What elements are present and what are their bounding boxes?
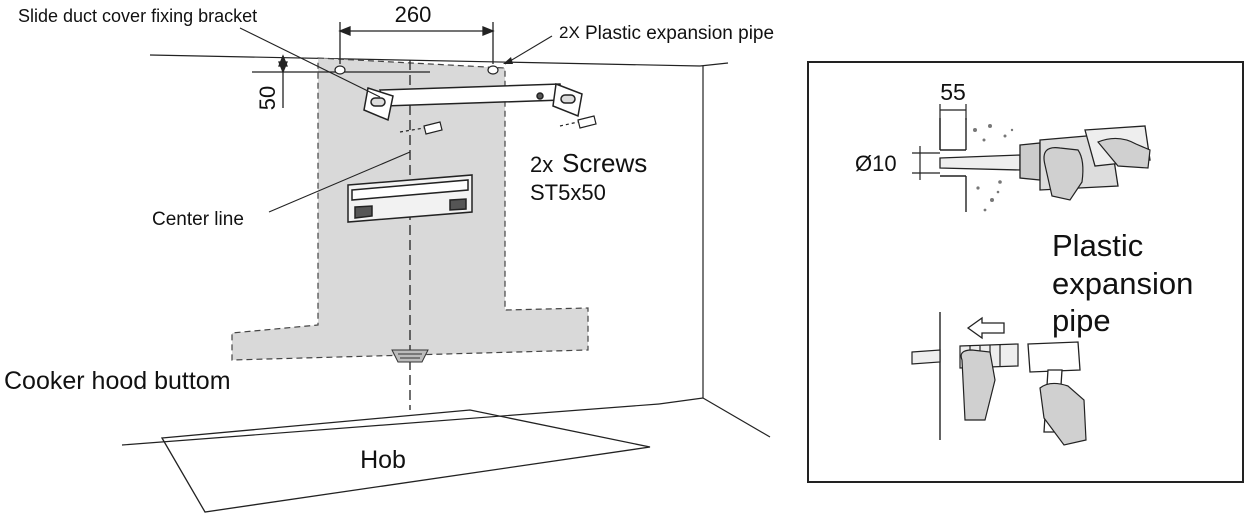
hood-fan-icon <box>391 349 429 363</box>
bracket-label: Slide duct cover fixing bracket <box>18 6 257 26</box>
dust-particles <box>973 124 1014 212</box>
dimension-50 <box>278 54 288 108</box>
leader-lines <box>239 27 553 213</box>
inset-title-line2: expansion <box>1052 266 1193 301</box>
diameter-dimension <box>912 146 940 180</box>
dimension-260 <box>338 22 495 64</box>
inset-title-line3: pipe <box>1052 303 1111 338</box>
height-dimension-label: 50 <box>255 86 280 110</box>
hob-label: Hob <box>360 446 406 474</box>
screws-count-label: 2x <box>530 152 553 177</box>
inset-panel: 55 Ø10 Plastic expa <box>807 61 1244 483</box>
insert-arrow-icon <box>966 316 1005 340</box>
screws-label: Screws <box>562 148 647 178</box>
inset-title-line1: Plastic <box>1052 228 1143 263</box>
pipe-count-label: 2X <box>559 23 580 42</box>
room-outline <box>121 54 771 446</box>
glove-hand-icon <box>1043 137 1151 201</box>
arrowhead <box>503 57 513 64</box>
hob-outline <box>160 409 651 513</box>
wall-holes <box>334 65 499 75</box>
mounting-bracket-icon <box>347 174 473 223</box>
diameter-dimension-label: Ø10 <box>855 151 897 176</box>
screw-icon <box>399 115 597 135</box>
screw-spec-label: ST5x50 <box>530 180 606 205</box>
depth-dimension-label: 55 <box>940 79 966 105</box>
glove-hand-icon <box>960 349 1087 446</box>
fixing-bracket-icon <box>363 82 583 122</box>
width-dimension-label: 260 <box>395 2 432 27</box>
center-line-label: Center line <box>152 209 244 230</box>
pipe-label: Plastic expansion pipe <box>585 23 774 44</box>
hood-bottom-label: Cooker hood buttom <box>4 367 231 395</box>
depth-dimension <box>939 104 967 150</box>
